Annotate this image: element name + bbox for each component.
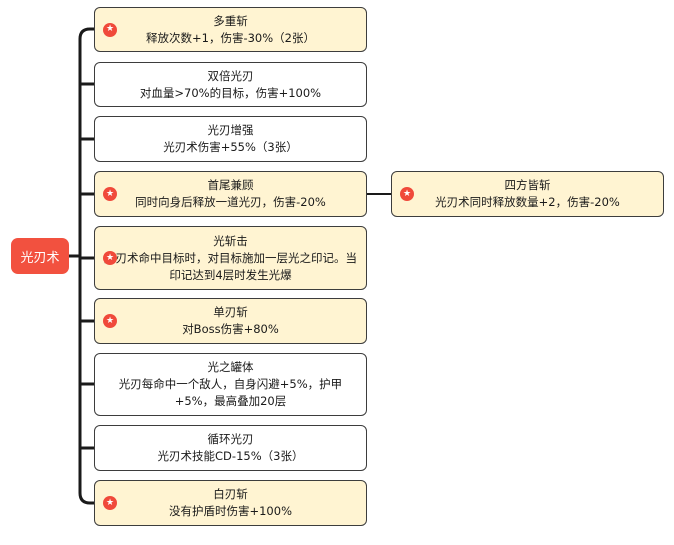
node-desc: 光刃术伤害+55%（3张） xyxy=(163,140,298,154)
star-badge-icon: ★ xyxy=(400,187,414,201)
node-single-blade[interactable]: ★ 单刃斩 对Boss伤害+80% xyxy=(94,298,367,344)
node-title: 循环光刃 xyxy=(207,432,254,446)
node-desc: 同时向身后释放一道光刃，伤害-20% xyxy=(135,195,326,209)
node-front-back[interactable]: ★ 首尾兼顾 同时向身后释放一道光刃，伤害-20% xyxy=(94,171,367,217)
root-label: 光刃术 xyxy=(20,250,60,266)
node-desc: 光刃术同时释放数量+2，伤害-20% xyxy=(435,195,620,209)
trunk-bottom xyxy=(78,256,94,505)
node-white-blade[interactable]: ★ 白刃斩 没有护盾时伤害+100% xyxy=(94,480,367,526)
node-title: 多重斩 xyxy=(213,13,248,28)
node-light-vessel[interactable]: 光之罐体 光刃每命中一个敌人，自身闪避+5%，护甲+5%，最高叠加20层 xyxy=(94,353,367,416)
node-title: 光刃增强 xyxy=(207,123,254,137)
node-title: 白刃斩 xyxy=(213,487,248,501)
star-badge-icon: ★ xyxy=(103,251,117,265)
node-title: 首尾兼顾 xyxy=(207,178,254,192)
node-desc: 光刃术技能CD-15%（3张） xyxy=(157,449,304,463)
node-desc: 光刃术命中目标时，对目标施加一层光之印记。当印记达到4层时发生光爆 xyxy=(104,250,357,282)
node-title: 光斩击 xyxy=(213,233,248,248)
child-node-four-way[interactable]: ★ 四方皆斩 光刃术同时释放数量+2，伤害-20% xyxy=(391,171,664,217)
trunk-top xyxy=(78,27,94,256)
node-title: 光之罐体 xyxy=(207,360,254,374)
node-title: 双倍光刃 xyxy=(207,68,254,83)
node-desc: 光刃每命中一个敌人，自身闪避+5%，护甲+5%，最高叠加20层 xyxy=(118,377,343,408)
node-desc: 对Boss伤害+80% xyxy=(182,322,279,336)
root-node[interactable]: 光刃术 xyxy=(11,238,69,274)
star-badge-icon: ★ xyxy=(103,496,117,510)
star-badge-icon: ★ xyxy=(103,187,117,201)
node-desc: 对血量>70%的目标，伤害+100% xyxy=(139,85,322,100)
node-title: 单刃斩 xyxy=(213,305,248,319)
node-title: 四方皆斩 xyxy=(504,178,551,192)
node-desc: 没有护盾时伤害+100% xyxy=(168,504,292,518)
node-desc: 释放次数+1，伤害-30%（2张） xyxy=(146,30,315,45)
node-multi-slash[interactable]: ★ 多重斩 释放次数+1，伤害-30%（2张） xyxy=(94,7,367,52)
node-blade-boost[interactable]: 光刃增强 光刃术伤害+55%（3张） xyxy=(94,116,367,162)
star-badge-icon: ★ xyxy=(103,22,117,37)
node-double-blade[interactable]: 双倍光刃 对血量>70%的目标，伤害+100% xyxy=(94,62,367,107)
star-badge-icon: ★ xyxy=(103,314,117,328)
node-cycle-blade[interactable]: 循环光刃 光刃术技能CD-15%（3张） xyxy=(94,425,367,471)
node-light-strike[interactable]: ★ 光斩击 光刃术命中目标时，对目标施加一层光之印记。当印记达到4层时发生光爆 xyxy=(94,226,367,290)
